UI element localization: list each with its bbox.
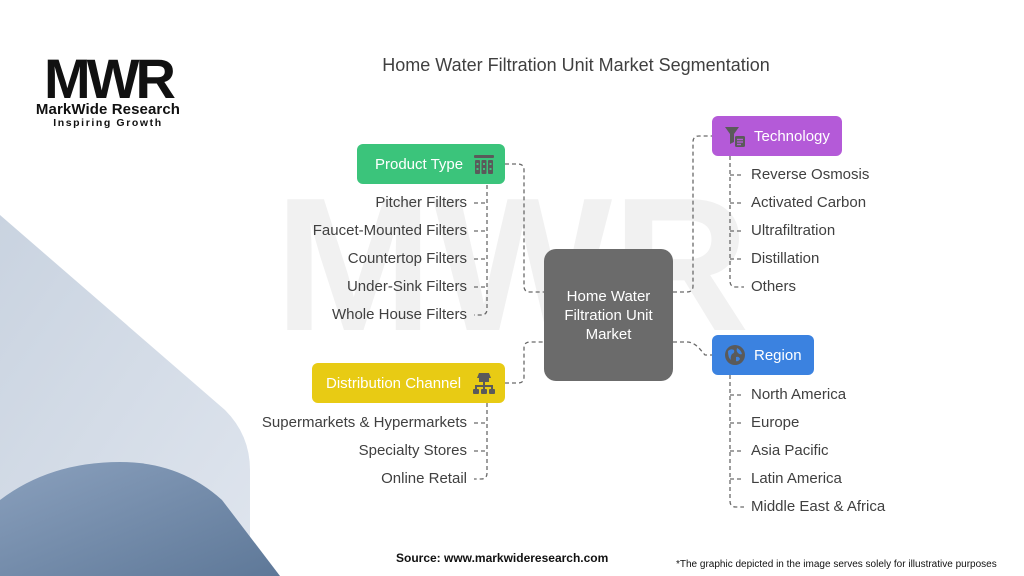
- list-item: Specialty Stores: [358, 442, 467, 459]
- brand-tagline: Inspiring Growth: [53, 117, 163, 129]
- list-item: Supermarkets & Hypermarkets: [261, 414, 467, 431]
- list-item: Online Retail: [381, 470, 467, 487]
- brand-name: MarkWide Research: [35, 101, 181, 118]
- list-item: North America: [751, 386, 847, 403]
- category-region: Region: [712, 335, 814, 375]
- filter-funnel-icon: [722, 123, 748, 149]
- category-product-type: Product Type: [357, 144, 505, 184]
- list-item: Countertop Filters: [347, 250, 467, 267]
- category-label: Technology: [754, 127, 830, 145]
- logo-mark: MWR: [44, 48, 176, 110]
- category-label: Region: [754, 346, 802, 364]
- disclaimer-note: *The graphic depicted in the image serve…: [676, 559, 997, 570]
- list-item: Ultrafiltration: [751, 222, 836, 239]
- distribution-network-icon: [471, 370, 497, 396]
- list-item: Pitcher Filters: [375, 194, 467, 211]
- filter-cartridges-icon: [471, 151, 497, 177]
- list-item: Others: [751, 278, 797, 295]
- list-item: Whole House Filters: [331, 306, 467, 323]
- category-distribution-channel: Distribution Channel: [312, 363, 505, 403]
- list-item: Distillation: [751, 250, 820, 267]
- center-label: Home Water Filtration Unit Market: [564, 287, 653, 343]
- category-label: Distribution Channel: [326, 374, 462, 392]
- list-item: Asia Pacific: [751, 442, 829, 459]
- page-title: Home Water Filtration Unit Market Segmen…: [382, 55, 770, 75]
- category-label: Product Type: [375, 155, 464, 173]
- globe-icon: [722, 342, 748, 368]
- source-text: Source: www.markwideresearch.com: [396, 551, 609, 565]
- list-item: Middle East & Africa: [751, 498, 886, 515]
- list-item: Under-Sink Filters: [346, 278, 467, 295]
- list-item: Latin America: [751, 470, 842, 487]
- list-item: Activated Carbon: [751, 194, 867, 211]
- markwide-logo: MWR: [44, 48, 180, 110]
- list-item: Reverse Osmosis: [751, 166, 870, 183]
- list-item: Faucet-Mounted Filters: [312, 222, 467, 239]
- list-item: Europe: [751, 414, 800, 431]
- category-technology: Technology: [712, 116, 842, 156]
- center-node: Home Water Filtration Unit Market: [544, 249, 673, 381]
